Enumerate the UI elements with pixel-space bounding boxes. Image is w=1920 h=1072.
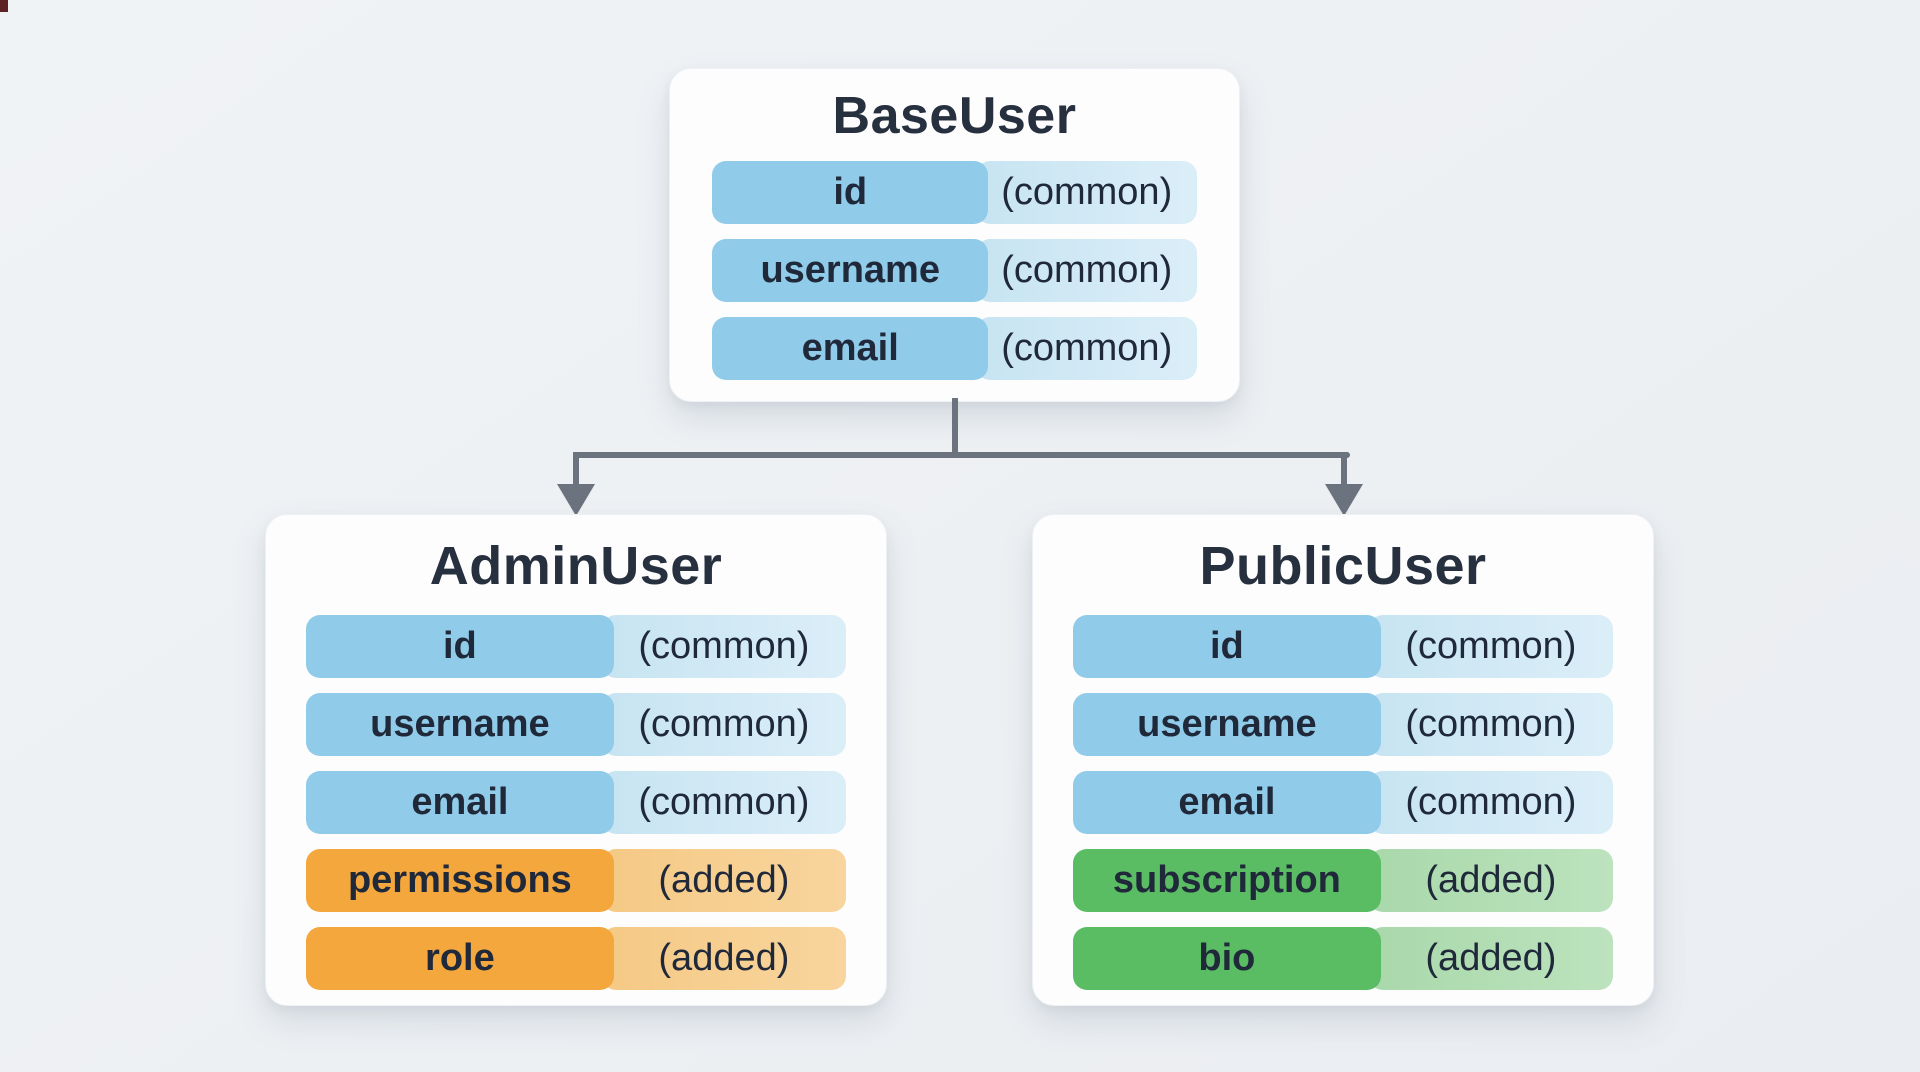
- field-row-bio: bio (added): [1073, 927, 1613, 990]
- field-name-label: role: [425, 937, 495, 979]
- field-name-label: email: [411, 781, 509, 823]
- field-tag-pill: (common): [976, 317, 1197, 380]
- field-name-label: subscription: [1112, 859, 1341, 901]
- field-tag-label: (common): [638, 625, 810, 667]
- field-name-label: permissions: [347, 859, 572, 901]
- field-rows-publicuser: id (common) username (common) email (common) s…: [1073, 615, 1613, 990]
- field-tag-label: (common): [1405, 781, 1577, 823]
- field-tag-pill: (added): [601, 927, 846, 990]
- field-name-label: email: [1178, 781, 1276, 823]
- field-tag-pill: (common): [976, 161, 1197, 224]
- field-name-pill: permissions: [306, 849, 614, 912]
- field-row-email: email (common): [306, 771, 846, 834]
- field-tag-label: (added): [1425, 937, 1557, 979]
- node-card-baseuser: BaseUser id(common)username(common)email…: [669, 68, 1240, 402]
- arrowhead-down-icon: [557, 484, 595, 516]
- field-name-pill: email: [712, 317, 989, 380]
- field-name-label: username: [1137, 703, 1317, 745]
- field-row-username: username (common): [712, 239, 1197, 302]
- field-tag-pill: (common): [976, 239, 1197, 302]
- node-title-publicuser: PublicUser: [1199, 536, 1487, 596]
- field-row-id: id (common): [712, 161, 1197, 224]
- corner-artifact: [0, 0, 8, 12]
- connector-branch-left: [573, 452, 579, 486]
- field-tag-pill: (common): [601, 615, 846, 678]
- field-rows-baseuser: id (common) username (common) email (common): [712, 161, 1197, 380]
- node-title-adminuser: AdminUser: [429, 536, 723, 596]
- field-row-email: email (common): [712, 317, 1197, 380]
- field-row-role: role (added): [306, 927, 846, 990]
- field-name-pill: email: [1073, 771, 1381, 834]
- field-tag-pill: (added): [1368, 927, 1613, 990]
- field-tag-label: (common): [1405, 703, 1577, 745]
- node-card-publicuser: PublicUser id(common)username(common)ema…: [1032, 514, 1654, 1006]
- field-name-label: id: [443, 625, 477, 667]
- field-tag-label: (common): [1405, 625, 1577, 667]
- field-tag-pill: (common): [1368, 693, 1613, 756]
- field-tag-label: (added): [1425, 859, 1557, 901]
- field-tag-label: (added): [658, 937, 790, 979]
- field-row-username: username (common): [1073, 693, 1613, 756]
- field-tag-label: (common): [1001, 249, 1173, 291]
- field-row-id: id (common): [306, 615, 846, 678]
- field-name-pill: id: [306, 615, 614, 678]
- field-tag-pill: (common): [601, 693, 846, 756]
- field-name-label: username: [760, 249, 940, 291]
- field-row-id: id (common): [1073, 615, 1613, 678]
- field-row-permissions: permissions (added): [306, 849, 846, 912]
- field-rows-adminuser: id (common) username (common) email (common) p…: [306, 615, 846, 990]
- arrowhead-down-icon: [1325, 484, 1363, 516]
- field-tag-pill: (common): [1368, 615, 1613, 678]
- field-name-pill: bio: [1073, 927, 1381, 990]
- field-tag-label: (common): [638, 703, 810, 745]
- field-name-pill: username: [1073, 693, 1381, 756]
- field-tag-pill: (added): [601, 849, 846, 912]
- field-name-pill: email: [306, 771, 614, 834]
- field-name-pill: username: [306, 693, 614, 756]
- field-tag-label: (added): [658, 859, 790, 901]
- field-name-label: id: [1210, 625, 1244, 667]
- field-tag-label: (common): [1001, 327, 1173, 369]
- node-card-adminuser: AdminUser id(common)username(common)emai…: [265, 514, 887, 1006]
- field-row-subscription: subscription (added): [1073, 849, 1613, 912]
- field-row-username: username (common): [306, 693, 846, 756]
- field-name-pill: username: [712, 239, 989, 302]
- field-tag-label: (common): [1001, 171, 1173, 213]
- connector-branch-right: [1341, 452, 1347, 486]
- field-tag-pill: (common): [601, 771, 846, 834]
- field-name-pill: id: [1073, 615, 1381, 678]
- field-name-pill: role: [306, 927, 614, 990]
- field-name-pill: subscription: [1073, 849, 1381, 912]
- field-name-label: bio: [1198, 937, 1256, 979]
- field-tag-pill: (added): [1368, 849, 1613, 912]
- field-name-label: username: [370, 703, 550, 745]
- field-tag-label: (common): [638, 781, 810, 823]
- field-tag-pill: (common): [1368, 771, 1613, 834]
- field-name-label: email: [801, 327, 899, 369]
- connector-trunk: [952, 398, 958, 455]
- node-title-baseuser: BaseUser: [832, 87, 1077, 145]
- field-name-label: id: [833, 171, 868, 213]
- field-row-email: email (common): [1073, 771, 1613, 834]
- connector-crossbar: [573, 452, 1350, 458]
- field-name-pill: id: [712, 161, 989, 224]
